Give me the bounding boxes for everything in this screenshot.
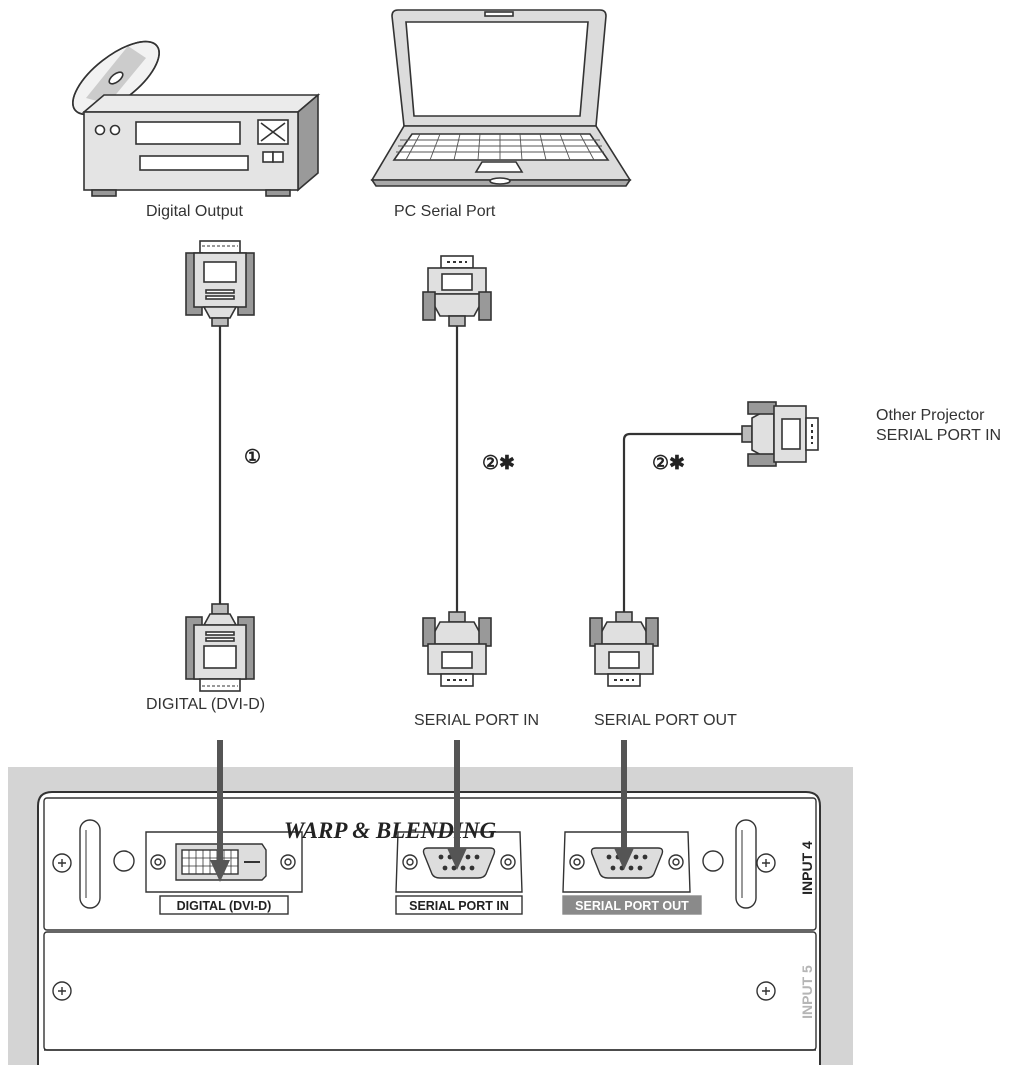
serial-in-cable [422,255,492,687]
cable-number-serial-in: ②✱ [482,453,515,474]
port-label-dvi: DIGITAL (DVI-D) [177,899,272,913]
projector-panel: WARP & BLENDING DIGITAL (DVI-D) SERIAL P… [8,767,853,1065]
laptop-icon [370,9,632,187]
slot-label-input-4: INPUT 4 [799,841,815,895]
serial-out-cable [589,401,819,687]
dvd-player-label: Digital Output [146,203,243,220]
serial-plug-right [741,401,819,467]
other-projector-line-2: SERIAL PORT IN [876,427,1002,444]
connector-label-serial-in: SERIAL PORT IN [414,712,540,729]
dvi-port [145,831,303,893]
serial-plug-bottom-out [589,611,659,687]
dvd-player-icon [72,40,321,197]
other-projector-label: Other Projector SERIAL PORT IN [876,406,1001,446]
panel-brand: WARP & BLENDING [284,818,497,843]
connector-label-dvi: DIGITAL (DVI-D) [146,696,266,713]
cable-number-dvi: ① [244,447,262,468]
port-label-serial-in: SERIAL PORT IN [409,899,509,913]
connection-arrows [210,740,634,882]
dvi-cable [185,240,255,692]
screw-icon [52,853,776,1001]
dvi-plug-bottom [185,603,255,692]
other-projector-line-1: Other Projector [876,407,985,424]
connector-label-serial-out: SERIAL PORT OUT [594,712,737,729]
dvi-plug-top [185,240,255,327]
serial-plug-bottom [422,611,492,687]
cable-number-serial-out: ②✱ [652,453,685,474]
slot-label-input-5: INPUT 5 [799,965,815,1019]
serial-plug-top [422,255,492,327]
pc-serial-port-label: PC Serial Port [394,203,496,220]
port-label-serial-out: SERIAL PORT OUT [575,899,689,913]
